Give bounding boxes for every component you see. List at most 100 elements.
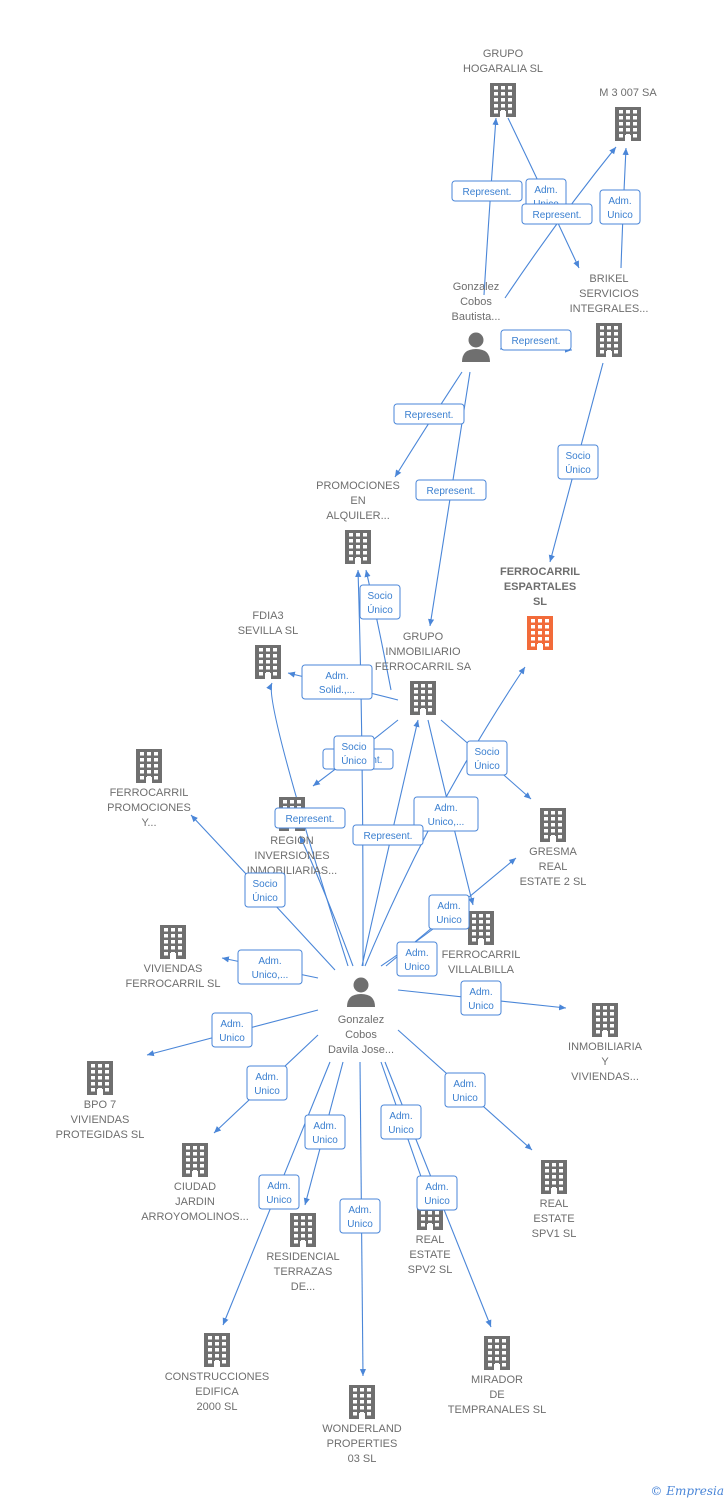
bpo7-building-icon [87,1061,113,1095]
edge-label-grupo_hogaralia-to-brikel[interactable]: Represent. [521,203,593,225]
node-label: Y [601,1056,609,1068]
node-ciudad_jardin[interactable]: CIUDADJARDINARROYOMOLINOS... [141,1143,249,1223]
ciudad_jardin-building-icon [182,1143,208,1177]
node-label: Davila Jose... [328,1044,394,1056]
node-label: TERRAZAS [274,1266,333,1278]
ferrocarril_villalbilla-building-icon [468,911,494,945]
node-m3007[interactable]: M 3 007 SA [599,87,657,141]
edge-label-text: Unico [404,962,430,973]
edge-label-text: Socio [367,591,392,602]
edge-label-gonzalez_cobos_davila-to-gresma[interactable]: Adm. Unico [428,894,470,930]
edge-label-text: Unico [219,1033,245,1044]
edge-label-gonzalez_cobos_davila-to-ferrocarril_villalbilla[interactable]: Adm. Unico [396,941,438,977]
edge-label-gonzalez_cobos_davila-to-bpo7[interactable]: Adm.Unico [211,1012,253,1048]
edge-gonzalez_cobos_bautista-to-grupo_hogaralia [483,117,499,296]
node-label: FERROCARRIL [500,566,580,578]
edge-label-gonzalez_cobos_davila-to-mirador[interactable]: Adm.Unico [416,1175,458,1211]
edge-label-brikel-to-m3007[interactable]: Adm.Unico [599,189,641,225]
node-label: Cobos [460,296,492,308]
edge-label-gonzalez_cobos_davila-to-wonderland[interactable]: Adm. Unico [339,1198,381,1234]
edge-label-gonzalez_cobos_bautista-to-promociones_alquiler[interactable]: Represent. [393,403,465,425]
edge-label-text: Unico [347,1219,373,1230]
edge-label-gonzalez_cobos_davila-to-real_estate_spv1[interactable]: Adm. Unico [444,1072,486,1108]
edge-label-text: Unico [266,1195,292,1206]
node-label: DE [489,1389,504,1401]
edge-label-gonzalez_cobos_bautista-to-grupo_inmobiliario[interactable]: Represent. [415,479,487,501]
node-label: SEVILLA SL [238,625,299,637]
edge-label-text: Unico [312,1135,338,1146]
edge-label-text: Unico [452,1093,478,1104]
node-label: HOGARALIA SL [463,63,543,75]
edge-label-text: Adm. [453,1079,476,1090]
node-label: 2000 SL [197,1401,238,1413]
edge-label-gonzalez_cobos_bautista-to-grupo_hogaralia[interactable]: Represent. [451,180,523,202]
node-label: TEMPRANALES SL [448,1404,546,1416]
node-label: REGION [270,835,313,847]
edge-label-gonzalez_cobos_davila-to-grupo_inmobiliario[interactable]: Represent. [352,824,424,846]
node-gonzalez_cobos_bautista[interactable]: GonzalezCobosBautista... [452,281,501,362]
edge-label-gonzalez_cobos_davila-to-construcciones_edifica[interactable]: Adm.Unico [258,1174,300,1210]
edge-label-grupo_inmobiliario-to-ferrocarril_villalbilla[interactable]: Adm.Unico,... [413,796,479,832]
node-label: FERROCARRIL SL [126,978,221,990]
copyright-icon: © [650,1484,663,1498]
node-label: VIVIENDAS [71,1114,130,1126]
brikel-building-icon [596,323,622,357]
node-label: INVERSIONES [254,850,329,862]
edge-label-grupo_inmobiliario-to-fdia3[interactable]: Adm.Solid.,... [301,664,373,700]
fdia3-building-icon [255,645,281,679]
node-inmobiliaria_viviendas[interactable]: INMOBILIARIAYVIVIENDAS... [568,1003,643,1083]
node-ferrocarril_promociones[interactable]: FERROCARRILPROMOCIONESY... [107,749,191,829]
edge-label-text: Adm. [348,1205,371,1216]
edge-label-text: Socio [565,451,590,462]
edge-label-text: Adm. [437,901,460,912]
gonzalez_cobos_davila-person-icon [347,977,375,1007]
node-label: EDIFICA [195,1386,239,1398]
footer-brand[interactable]: © Empresia [650,1484,724,1498]
node-label: Gonzalez [338,1014,384,1026]
edge-label-gonzalez_cobos_davila-to-ciudad_jardin[interactable]: Adm.Unico [246,1065,288,1101]
node-brikel[interactable]: BRIKELSERVICIOSINTEGRALES... [570,273,649,357]
edge-label-text: Represent. [364,831,413,842]
edge-label-gonzalez_cobos_davila-to-residencial_terrazas[interactable]: Adm. Unico [304,1114,346,1150]
edge-label-gonzalez_cobos_bautista-to-brikel[interactable]: Represent. [500,329,572,351]
edge-label-text: Unico [436,915,462,926]
node-label: SPV2 SL [408,1264,453,1276]
edge-label-gonzalez_cobos_davila-to-inmobiliaria_viviendas[interactable]: Adm.Unico [460,980,502,1016]
edge-label-gonzalez_cobos_davila-to-viviendas_ferrocarril[interactable]: Adm.Unico,... [237,949,303,985]
node-residencial_terrazas[interactable]: RESIDENCIALTERRAZASDE... [266,1213,340,1293]
node-label: 03 SL [348,1453,377,1465]
node-label: RESIDENCIAL [266,1251,339,1263]
edge-label-text: Unico,... [252,970,289,981]
edge-label-gonzalez_cobos_davila-to-real_estate_spv2[interactable]: Adm.Unico [380,1104,422,1140]
edge-label-text: Adm. [425,1182,448,1193]
gresma-building-icon [540,808,566,842]
edge-label-gonzalez_cobos_davila-to-region_inversiones[interactable]: Represent. [274,807,346,829]
node-label: JARDIN [175,1196,215,1208]
edge-grupo_inmobiliario-to-promociones_alquiler [364,569,392,691]
edge-label-text: Adm. [534,185,557,196]
mirador-building-icon [484,1336,510,1370]
gonzalez_cobos_bautista-person-icon [462,332,490,362]
edge-label-text: Adm. [313,1121,336,1132]
node-promociones_alquiler[interactable]: PROMOCIONESENALQUILER... [316,480,400,564]
edge-label-text: Adm. [405,948,428,959]
